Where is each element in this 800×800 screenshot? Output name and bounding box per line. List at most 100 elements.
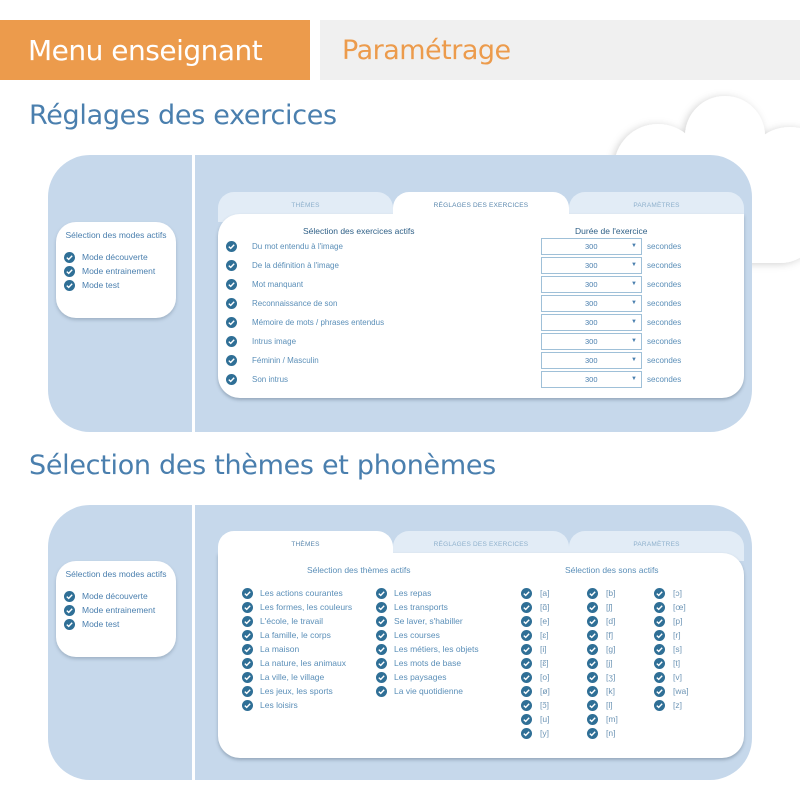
theme-item[interactable]: Les jeux, les sports [242,684,333,698]
check-icon[interactable] [242,699,253,711]
sound-item[interactable]: [œ] [654,600,686,614]
check-icon[interactable] [654,685,665,697]
check-icon[interactable] [226,241,237,252]
check-icon[interactable] [587,601,598,613]
theme-item[interactable]: La ville, le village [242,670,324,684]
check-icon[interactable] [654,587,665,599]
sound-item[interactable]: [k] [587,684,615,698]
check-icon[interactable] [521,643,532,655]
sound-item[interactable]: [p] [654,614,682,628]
theme-item[interactable]: Les transports [376,600,448,614]
check-icon[interactable] [376,685,387,697]
check-icon[interactable] [242,643,253,655]
check-icon[interactable] [521,615,532,627]
sound-item[interactable]: [g] [587,642,615,656]
check-icon[interactable] [226,336,237,347]
check-icon[interactable] [654,615,665,627]
check-icon[interactable] [376,671,387,683]
sound-item[interactable]: [m] [587,712,618,726]
check-icon[interactable] [587,615,598,627]
sound-item[interactable]: [o] [521,670,549,684]
theme-item[interactable]: Les formes, les couleurs [242,600,352,614]
sound-item[interactable]: [a] [521,586,549,600]
check-icon[interactable] [654,671,665,683]
sound-item[interactable]: [y] [521,726,549,740]
theme-item[interactable]: Les paysages [376,670,446,684]
sound-item[interactable]: [n] [587,726,615,740]
check-icon[interactable] [242,601,253,613]
sound-item[interactable]: [ɛ] [521,628,549,642]
check-icon[interactable] [64,604,75,616]
theme-item[interactable]: Les repas [376,586,431,600]
sound-item[interactable]: [ʃ] [587,600,613,614]
duration-select[interactable]: 300▼ [541,276,642,293]
check-icon[interactable] [376,643,387,655]
sound-item[interactable]: [ɛ̃] [521,656,549,670]
menu-enseignant-button[interactable]: Menu enseignant [0,20,310,80]
sound-item[interactable]: [ʒ] [587,670,615,684]
mode-item-test[interactable]: Mode test [56,278,176,292]
theme-item[interactable]: La maison [242,642,299,656]
check-icon[interactable] [521,727,532,739]
tab-themes[interactable]: THÈMES [218,531,393,565]
sound-item[interactable]: [b] [587,586,615,600]
check-icon[interactable] [521,601,532,613]
check-icon[interactable] [587,657,598,669]
check-icon[interactable] [654,643,665,655]
check-icon[interactable] [226,279,237,290]
check-icon[interactable] [587,629,598,641]
check-icon[interactable] [521,699,532,711]
check-icon[interactable] [587,671,598,683]
check-icon[interactable] [242,615,253,627]
check-icon[interactable] [226,317,237,328]
sound-item[interactable]: [v] [654,670,682,684]
check-icon[interactable] [521,629,532,641]
check-icon[interactable] [64,618,75,630]
theme-item[interactable]: La nature, les animaux [242,656,346,670]
check-icon[interactable] [242,671,253,683]
theme-item[interactable]: Se laver, s'habiller [376,614,463,628]
sound-item[interactable]: [ɔ̃] [521,698,549,712]
sound-item[interactable]: [r] [654,628,681,642]
duration-select[interactable]: 300▼ [541,314,642,331]
sound-item[interactable]: [t] [654,656,680,670]
theme-item[interactable]: Les courses [376,628,440,642]
sound-item[interactable]: [f] [587,628,613,642]
sound-item[interactable]: [u] [521,712,549,726]
sound-item[interactable]: [ø] [521,684,550,698]
check-icon[interactable] [587,685,598,697]
check-icon[interactable] [226,355,237,366]
sound-item[interactable]: [s] [654,642,682,656]
duration-select[interactable]: 300▼ [541,333,642,350]
check-icon[interactable] [521,685,532,697]
check-icon[interactable] [376,587,387,599]
check-icon[interactable] [587,699,598,711]
check-icon[interactable] [376,657,387,669]
check-icon[interactable] [376,615,387,627]
check-icon[interactable] [226,374,237,385]
check-icon[interactable] [521,587,532,599]
check-icon[interactable] [64,279,75,291]
theme-item[interactable]: Les actions courantes [242,586,343,600]
theme-item[interactable]: Les loisirs [242,698,298,712]
mode-item-decouverte[interactable]: Mode découverte [56,589,176,603]
duration-select[interactable]: 300▼ [541,238,642,255]
mode-item-entrainement[interactable]: Mode entrainement [56,603,176,617]
check-icon[interactable] [654,601,665,613]
check-icon[interactable] [242,657,253,669]
sound-item[interactable]: [ɑ̃] [521,600,549,614]
theme-item[interactable]: Les métiers, les objets [376,642,479,656]
check-icon[interactable] [376,601,387,613]
check-icon[interactable] [587,643,598,655]
sound-item[interactable]: [j] [587,656,613,670]
check-icon[interactable] [521,671,532,683]
check-icon[interactable] [654,699,665,711]
sound-item[interactable]: [z] [654,698,682,712]
sound-item[interactable]: [wa] [654,684,689,698]
check-icon[interactable] [521,657,532,669]
check-icon[interactable] [242,629,253,641]
duration-select[interactable]: 300▼ [541,371,642,388]
mode-item-entrainement[interactable]: Mode entrainement [56,264,176,278]
mode-item-test[interactable]: Mode test [56,617,176,631]
check-icon[interactable] [587,727,598,739]
